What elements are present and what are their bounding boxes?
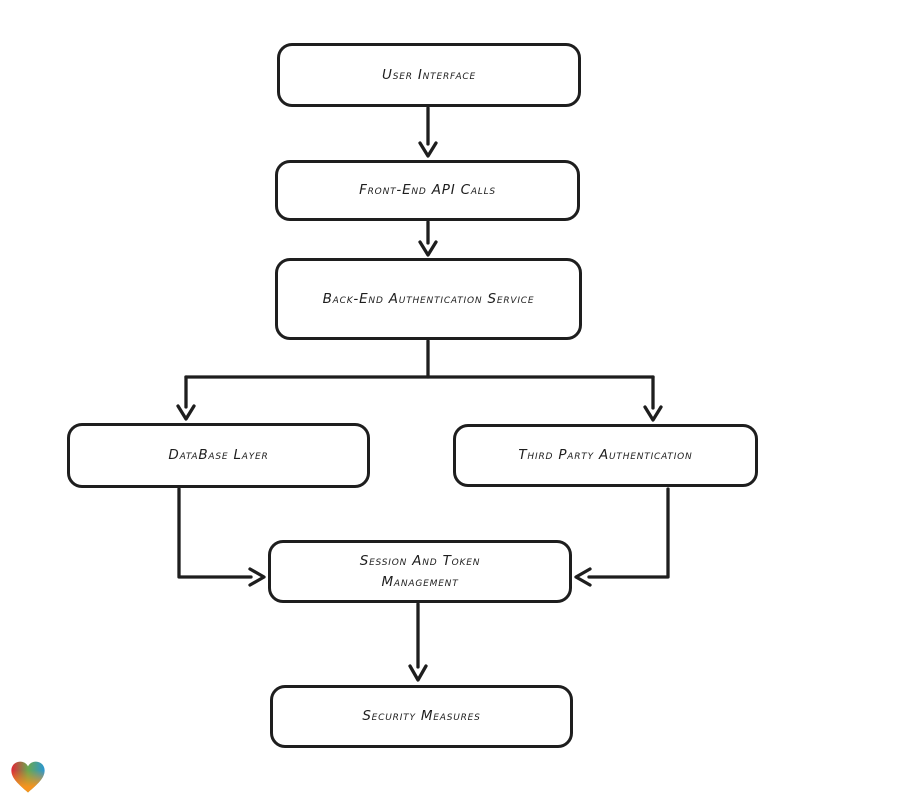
heart-gradient-icon — [11, 761, 45, 793]
node-label: Back-End Authentication Service — [322, 290, 535, 307]
edge-database-to-session — [177, 487, 266, 587]
node-label: Third Party Authentication — [518, 447, 693, 464]
node-third-party-authentication: Third Party Authentication — [453, 424, 758, 487]
node-database-layer: DataBase Layer — [67, 423, 370, 488]
edge-user-to-frontend — [418, 106, 438, 158]
node-label: Front-End API Calls — [359, 182, 496, 199]
node-user-interface: User Interface — [277, 43, 581, 107]
node-label: Session And Token Management — [359, 553, 481, 590]
edge-backend-branch — [176, 339, 663, 422]
node-label: DataBase Layer — [168, 447, 269, 464]
node-label: User Interface — [382, 66, 476, 83]
node-back-end-authentication-service: Back-End Authentication Service — [275, 258, 582, 340]
node-front-end-api-calls: Front-End API Calls — [275, 160, 580, 221]
node-session-and-token-management: Session And Token Management — [268, 540, 572, 603]
node-security-measures: Security Measures — [270, 685, 573, 748]
node-label: Security Measures — [362, 708, 481, 725]
edge-thirdparty-to-session — [574, 487, 670, 587]
edge-frontend-to-backend — [418, 220, 438, 257]
edge-session-to-security — [408, 602, 428, 682]
